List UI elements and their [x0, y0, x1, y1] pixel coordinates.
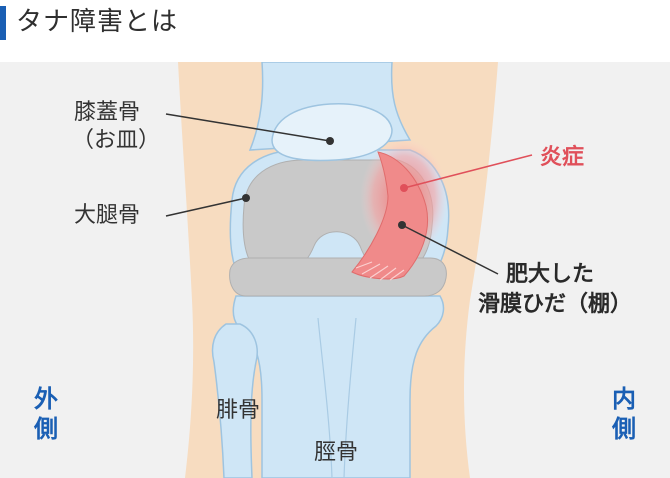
label-tibia: 脛骨 — [314, 440, 359, 465]
leader-femur-dot — [242, 194, 250, 202]
side-inner-char-1: 内 — [612, 385, 636, 413]
leader-inflammation — [403, 154, 533, 189]
tibia-line-2 — [343, 317, 357, 478]
label-patella-sub: （お皿） — [72, 128, 161, 153]
header-accent-bar — [0, 6, 6, 40]
side-outer-char-2: 側 — [34, 415, 58, 443]
label-patella: 膝蓋骨 — [74, 100, 141, 125]
fibula — [211, 323, 258, 478]
plica — [351, 151, 428, 280]
label-fibula: 腓骨 — [216, 398, 261, 423]
tibia — [232, 295, 445, 478]
patella — [271, 103, 393, 162]
leader-plica — [401, 224, 499, 275]
tibia-line-1 — [317, 317, 333, 478]
side-outer-char-1: 外 — [34, 385, 58, 413]
leader-patella-dot — [326, 137, 334, 145]
leader-patella — [165, 113, 331, 142]
side-inner-char-2: 側 — [612, 415, 636, 443]
leader-plica-dot — [398, 221, 406, 229]
label-inflammation: 炎症 — [540, 145, 585, 170]
label-plica-line1: 肥大した — [506, 262, 595, 287]
label-plica-line2: 滑膜ひだ（棚） — [478, 292, 633, 317]
page-title: タナ障害とは — [16, 7, 179, 37]
plica-fibers — [355, 261, 405, 281]
leader-inflammation-dot — [400, 184, 408, 192]
header: タナ障害とは — [0, 0, 670, 46]
leader-femur — [165, 197, 247, 217]
label-femur: 大腿骨 — [74, 203, 141, 228]
